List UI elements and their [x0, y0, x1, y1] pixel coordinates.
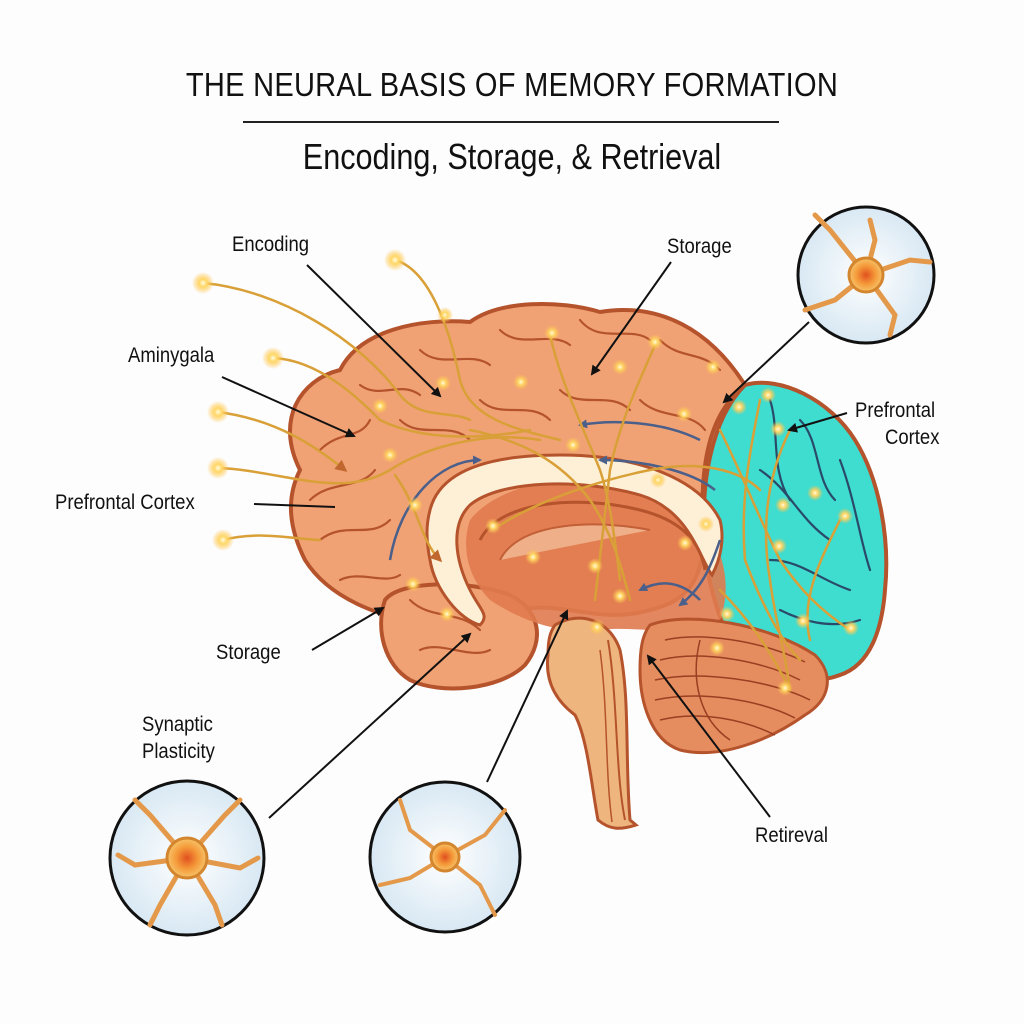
- pointer-inset-bottom-middle: [486, 609, 569, 783]
- glow-node: [612, 588, 628, 604]
- pointer-prefrontal-left: [253, 503, 336, 508]
- glow-node: [207, 401, 229, 423]
- glow-node: [384, 249, 406, 271]
- glow-node: [650, 472, 666, 488]
- pointer-aminygala: [221, 376, 356, 438]
- fornix: [478, 500, 707, 571]
- cerebellum: [638, 617, 829, 755]
- pointer-retrieval: [646, 654, 771, 818]
- label-storage-bottom: Storage: [216, 641, 281, 664]
- glow-node: [771, 538, 787, 554]
- pointer-inset-top: [722, 321, 810, 404]
- glow-node: [565, 437, 581, 453]
- glow-node: [837, 508, 853, 524]
- corpus-callosum: [425, 453, 724, 627]
- brainstem-line: [607, 639, 626, 821]
- glow-node: [709, 640, 725, 656]
- label-prefrontal-cortex-left: Prefrontal Cortex: [55, 491, 195, 514]
- glow-node: [676, 406, 692, 422]
- glow-node: [705, 359, 721, 375]
- page-title: THE NEURAL BASIS OF MEMORY FORMATION: [185, 66, 839, 103]
- glow-node: [589, 619, 605, 635]
- label-prefrontal-cortex-right-line2: Cortex: [885, 426, 940, 449]
- label-aminygala: Aminygala: [128, 344, 215, 367]
- glow-node: [372, 398, 388, 414]
- neuron-inset-top-right: [796, 205, 936, 345]
- page-subtitle: Encoding, Storage, & Retrieval: [302, 136, 722, 177]
- label-encoding: Encoding: [232, 233, 310, 256]
- glow-node: [405, 576, 421, 592]
- label-retrieval: Retireval: [755, 824, 828, 847]
- glow-node: [807, 485, 823, 501]
- glow-node: [587, 558, 603, 574]
- glow-node: [513, 374, 529, 390]
- label-storage-top: Storage: [667, 235, 732, 258]
- cortex-folds: [308, 318, 722, 654]
- glow-node: [775, 497, 791, 513]
- neuron-inset-bottom-middle: [368, 780, 522, 934]
- glow-node: [192, 272, 214, 294]
- pointer-inset-bottom-left: [268, 632, 472, 819]
- glow-node: [439, 606, 455, 622]
- pointer-storage-top: [590, 261, 672, 376]
- glow-node: [485, 518, 501, 534]
- glow-node: [777, 680, 793, 696]
- glow-node: [731, 399, 747, 415]
- glow-node: [760, 387, 776, 403]
- glow-node: [677, 535, 693, 551]
- pointer-prefrontal-right: [787, 412, 848, 433]
- glow-node: [795, 613, 811, 629]
- title-divider: [243, 121, 779, 123]
- neuron-nodes: [192, 249, 859, 696]
- glow-node: [843, 620, 859, 636]
- glow-node: [770, 421, 786, 437]
- glow-node: [407, 497, 423, 513]
- glow-node: [435, 375, 451, 391]
- neuron-inset-bottom-left: [108, 779, 266, 937]
- pointer-encoding: [306, 264, 442, 398]
- glow-node: [207, 457, 229, 479]
- glow-node: [647, 334, 663, 350]
- label-pointers: [221, 261, 848, 819]
- glow-node: [719, 606, 735, 622]
- brainstem: [545, 616, 640, 830]
- glow-node: [544, 325, 560, 341]
- glow-node: [212, 529, 234, 551]
- glow-node: [698, 516, 714, 532]
- pointer-storage-bottom: [311, 606, 385, 651]
- glow-node: [382, 447, 398, 463]
- label-prefrontal-cortex-right-line1: Prefrontal: [855, 399, 936, 422]
- glow-node: [612, 359, 628, 375]
- glow-node: [525, 549, 541, 565]
- label-synaptic-line2: Plasticity: [142, 740, 215, 763]
- brainstem-line: [599, 649, 613, 823]
- label-synaptic-line1: Synaptic: [142, 713, 213, 736]
- glow-node: [437, 307, 453, 323]
- glow-node: [262, 347, 284, 369]
